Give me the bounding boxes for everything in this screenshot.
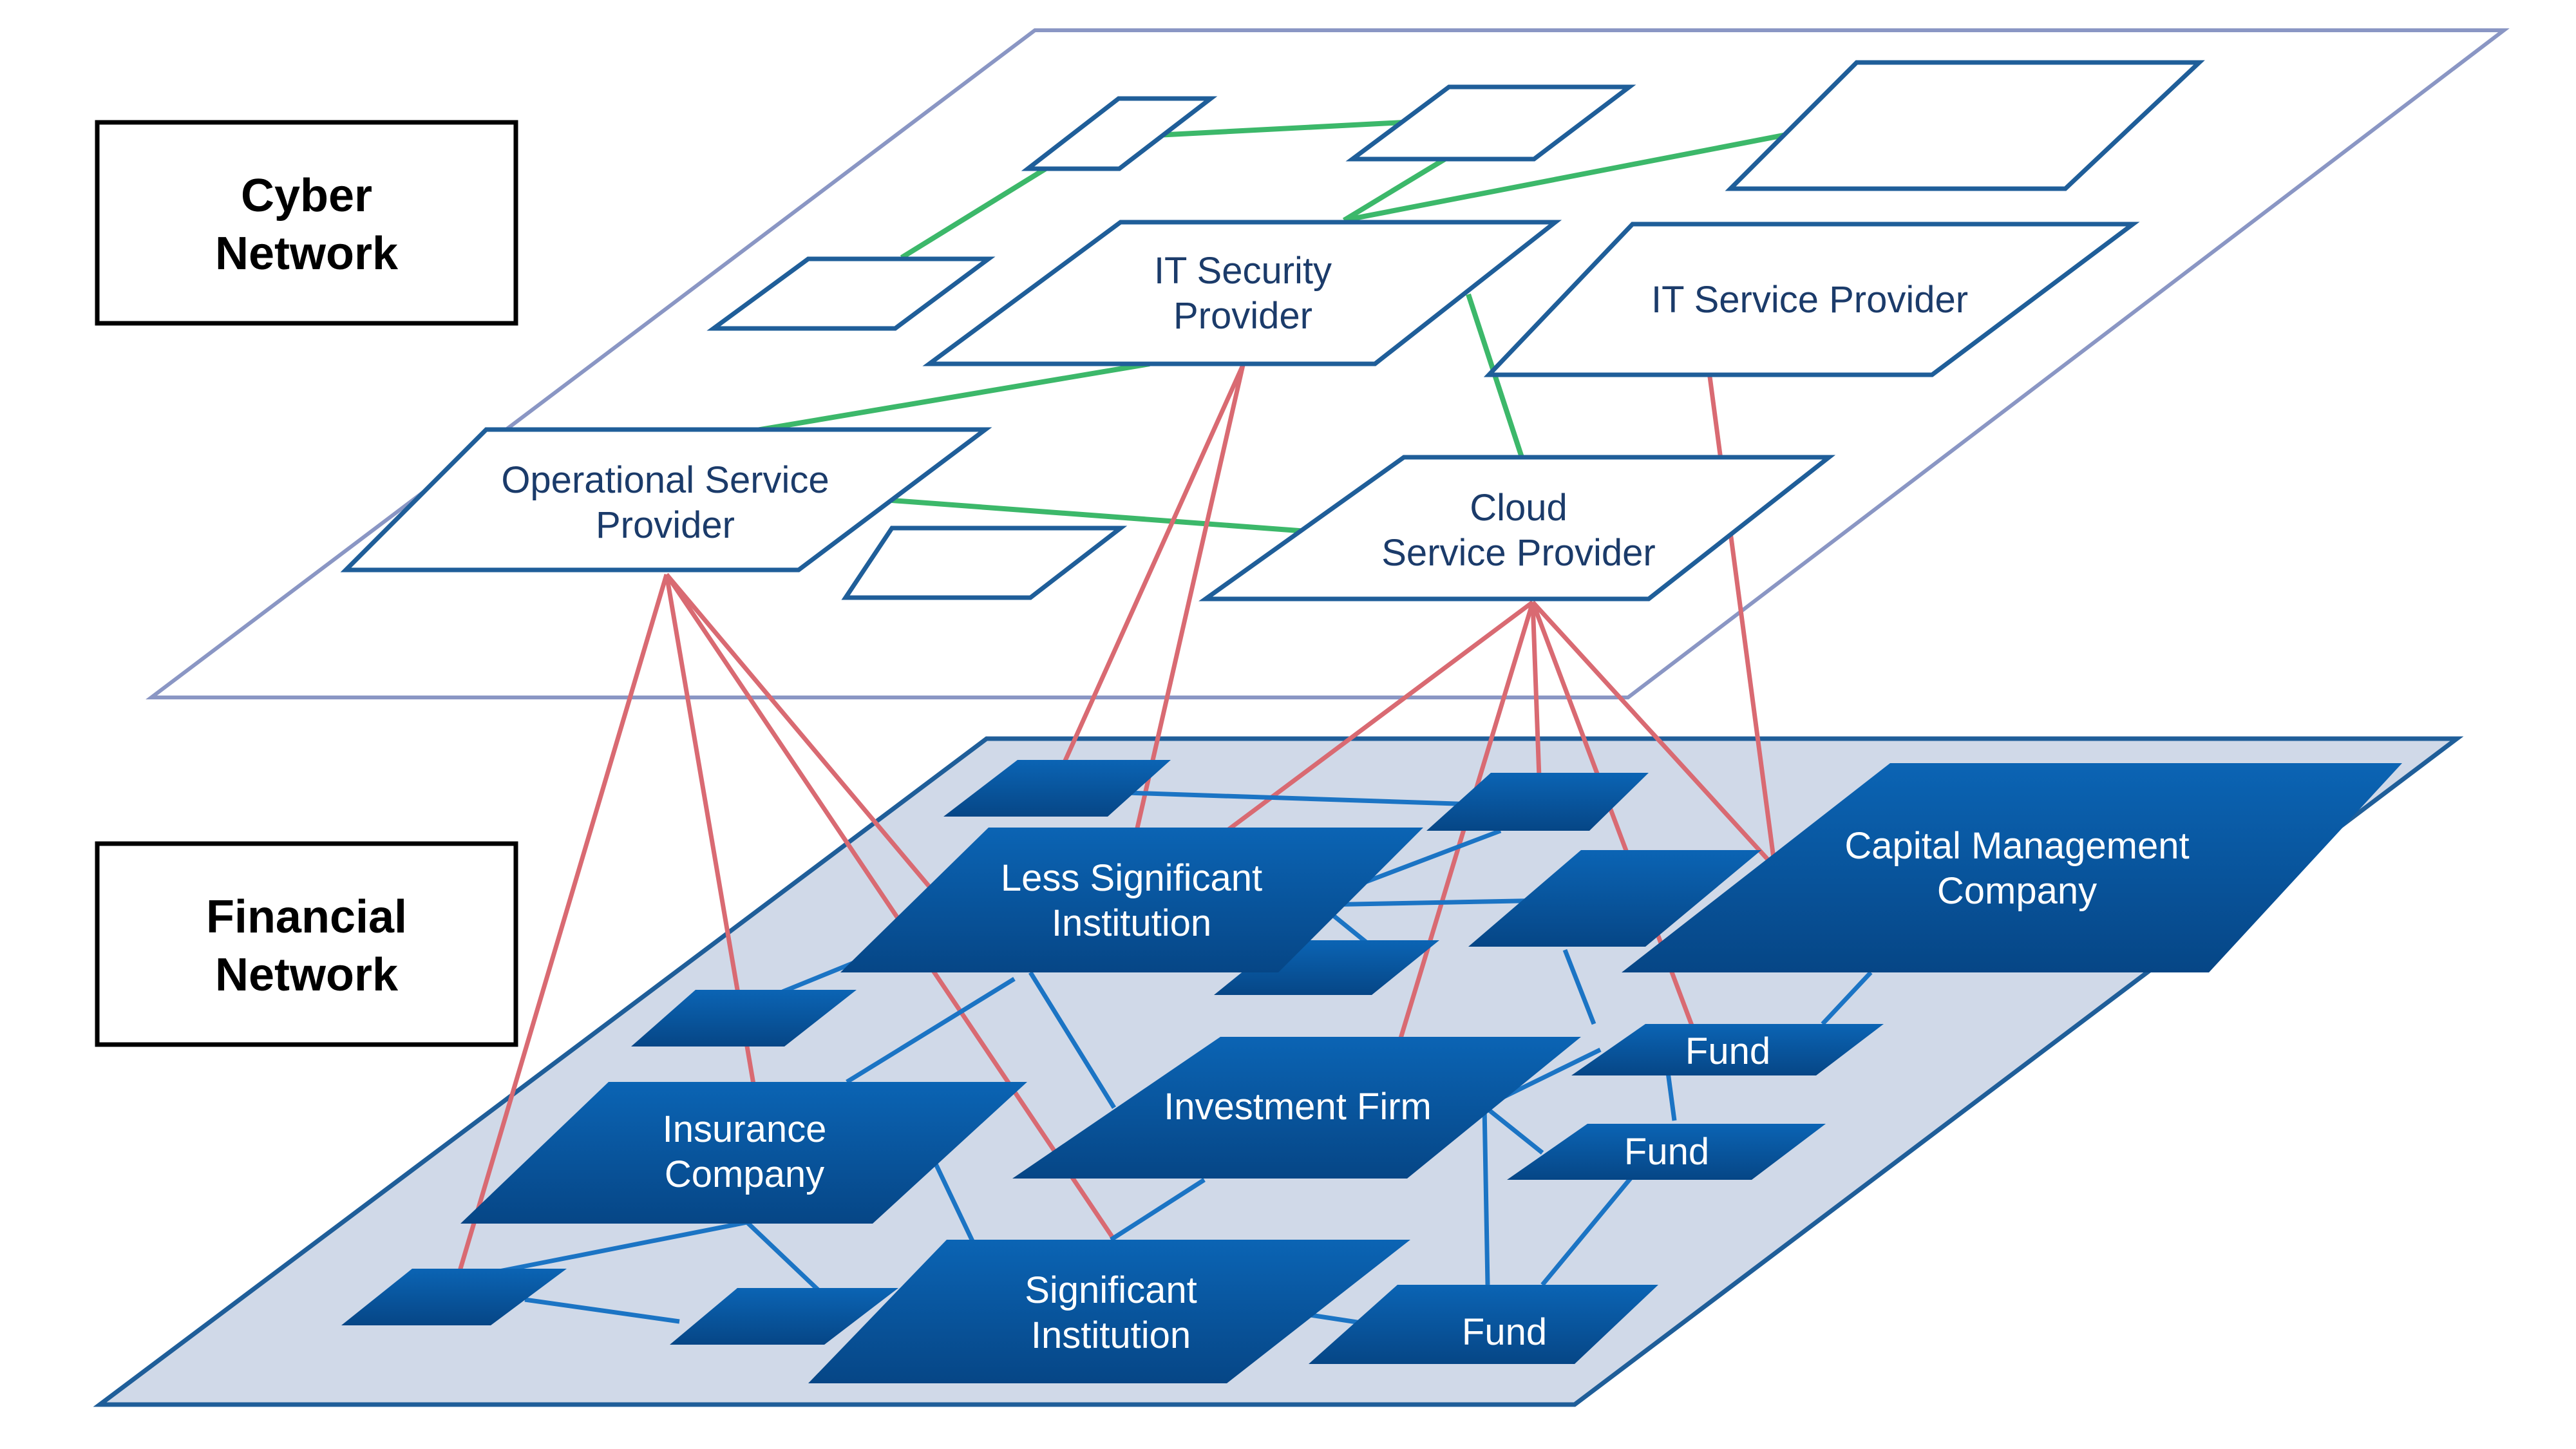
financial-node-unlabeled[interactable] (670, 1288, 898, 1345)
cyber-network-label-box: Cyber Network (95, 120, 518, 326)
cyber-node-it-service-provider[interactable] (1483, 222, 2140, 377)
it-security-label-line1: IT Security (1154, 250, 1332, 292)
cyber-nodes (340, 60, 2205, 601)
financial-label-frame (95, 841, 518, 1047)
cloud-label-line2: Service Provider (1381, 532, 1655, 574)
cyber-node-unlabeled[interactable] (706, 256, 996, 331)
fund-3-label: Fund (1462, 1311, 1547, 1353)
financial-network-label-box: Financial Network (95, 841, 518, 1047)
cyber-label-line1: Cyber (241, 170, 372, 222)
operational-label-line1: Operational Service (501, 459, 829, 501)
financial-node-insurance-company[interactable] (460, 1082, 1027, 1224)
financial-node-unlabeled[interactable] (1426, 773, 1649, 831)
capital-management-label-line1: Capital Management (1844, 825, 2189, 867)
financial-node-unlabeled[interactable] (631, 990, 857, 1046)
financial-label-line1: Financial (206, 891, 407, 943)
it-security-label-line2: Provider (1173, 295, 1312, 337)
financial-node-fund-1[interactable] (1571, 1024, 1884, 1075)
financial-node-unlabeled[interactable] (1468, 850, 1761, 947)
insurance-label-line1: Insurance (663, 1108, 827, 1150)
cyber-node-cloud-service-provider[interactable] (1198, 455, 1836, 601)
investment-firm-label: Investment Firm (1164, 1086, 1432, 1128)
it-service-label: IT Service Provider (1651, 279, 1968, 321)
capital-management-label-line2: Company (1937, 870, 2097, 912)
fund-1-label: Fund (1685, 1030, 1770, 1072)
cyber-node-unlabeled[interactable] (841, 526, 1128, 600)
operational-label-line2: Provider (596, 504, 735, 546)
insurance-label-line2: Company (665, 1153, 824, 1195)
significant-label-line2: Institution (1031, 1314, 1191, 1356)
financial-node-significant-institution[interactable] (808, 1240, 1410, 1383)
cloud-label-line1: Cloud (1470, 487, 1567, 529)
financial-node-fund-3[interactable] (1309, 1285, 1658, 1364)
less-significant-label-line2: Institution (1052, 902, 1211, 944)
cyber-label-line2: Network (215, 228, 399, 279)
financial-node-unlabeled[interactable] (943, 760, 1171, 817)
financial-node-less-significant-institution[interactable] (840, 828, 1423, 972)
less-significant-label-line1: Less Significant (1001, 857, 1262, 899)
significant-label-line1: Significant (1025, 1269, 1197, 1311)
cyber-label-frame (95, 120, 518, 326)
financial-nodes (341, 760, 2402, 1383)
cyber-node-operational-service-provider[interactable] (340, 427, 992, 573)
financial-label-line2: Network (215, 949, 399, 1001)
cyber-node-unlabeled[interactable] (1725, 60, 2205, 191)
cyber-node-unlabeled[interactable] (1345, 84, 1636, 162)
fund-2-label: Fund (1624, 1131, 1709, 1173)
financial-node-fund-2[interactable] (1507, 1124, 1826, 1180)
financial-node-unlabeled[interactable] (341, 1269, 567, 1325)
financial-node-investment-firm[interactable] (1012, 1037, 1581, 1179)
cyber-node-unlabeled[interactable] (1021, 96, 1218, 171)
cyber-node-it-security-provider[interactable] (922, 220, 1562, 366)
financial-node-capital-management-company[interactable] (1622, 763, 2402, 972)
